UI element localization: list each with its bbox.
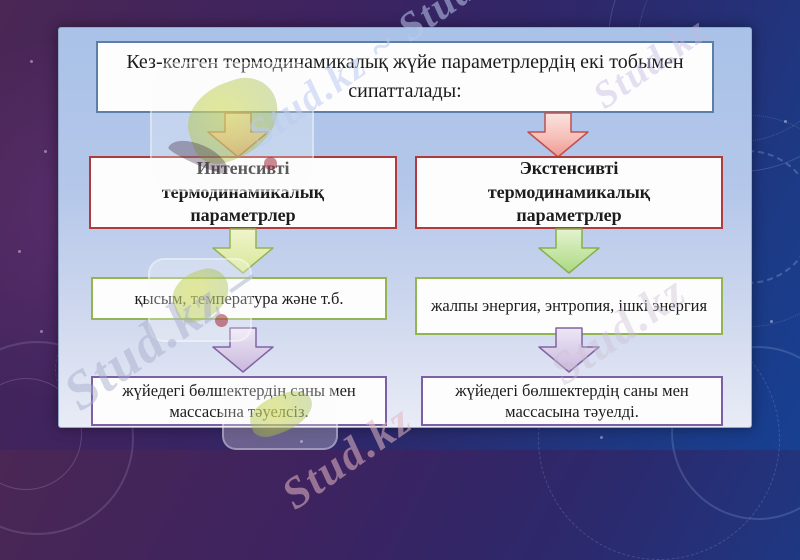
extensive-header-box: Экстенсивті термодинамикалық параметрлер xyxy=(415,156,723,229)
extensive-dependency-label: жүйедегі бөлшектердің саны мен массасына… xyxy=(455,380,689,421)
down-arrow-icon xyxy=(527,112,589,158)
down-arrow-icon xyxy=(538,327,600,373)
intensive-examples-label: қысым, температура және т.б. xyxy=(134,288,344,308)
intensive-header-label: Интенсивті термодинамикалық параметрлер xyxy=(161,157,325,226)
star-dot xyxy=(30,60,33,63)
title-box: Кез-келген термодинамикалық жүйе парамет… xyxy=(96,41,714,113)
extensive-header-label: Экстенсивті термодинамикалық параметрлер xyxy=(487,157,651,226)
down-arrow-icon xyxy=(538,228,600,274)
intensive-header-box: Интенсивті термодинамикалық параметрлер xyxy=(89,156,397,229)
down-arrow-icon xyxy=(207,112,269,158)
down-arrow-icon xyxy=(212,228,274,274)
extensive-dependency-box: жүйедегі бөлшектердің саны мен массасына… xyxy=(421,376,723,426)
star-dot xyxy=(44,150,47,153)
intensive-dependency-label: жүйедегі бөлшектердің саны мен массасына… xyxy=(122,380,356,421)
star-dot xyxy=(770,320,773,323)
intensive-examples-box: қысым, температура және т.б. xyxy=(91,277,387,320)
star-dot xyxy=(784,120,787,123)
slide-title: Кез-келген термодинамикалық жүйе парамет… xyxy=(126,51,684,102)
extensive-examples-box: жалпы энергия, энтропия, ішкі энергия xyxy=(415,277,723,335)
star-dot xyxy=(300,440,303,443)
extensive-examples-label: жалпы энергия, энтропия, ішкі энергия xyxy=(430,296,708,316)
intensive-dependency-box: жүйедегі бөлшектердің саны мен массасына… xyxy=(91,376,387,426)
down-arrow-icon xyxy=(212,327,274,373)
star-dot xyxy=(18,250,21,253)
star-dot xyxy=(600,436,603,439)
slide-panel: Кез-келген термодинамикалық жүйе парамет… xyxy=(58,27,752,428)
star-dot xyxy=(40,330,43,333)
